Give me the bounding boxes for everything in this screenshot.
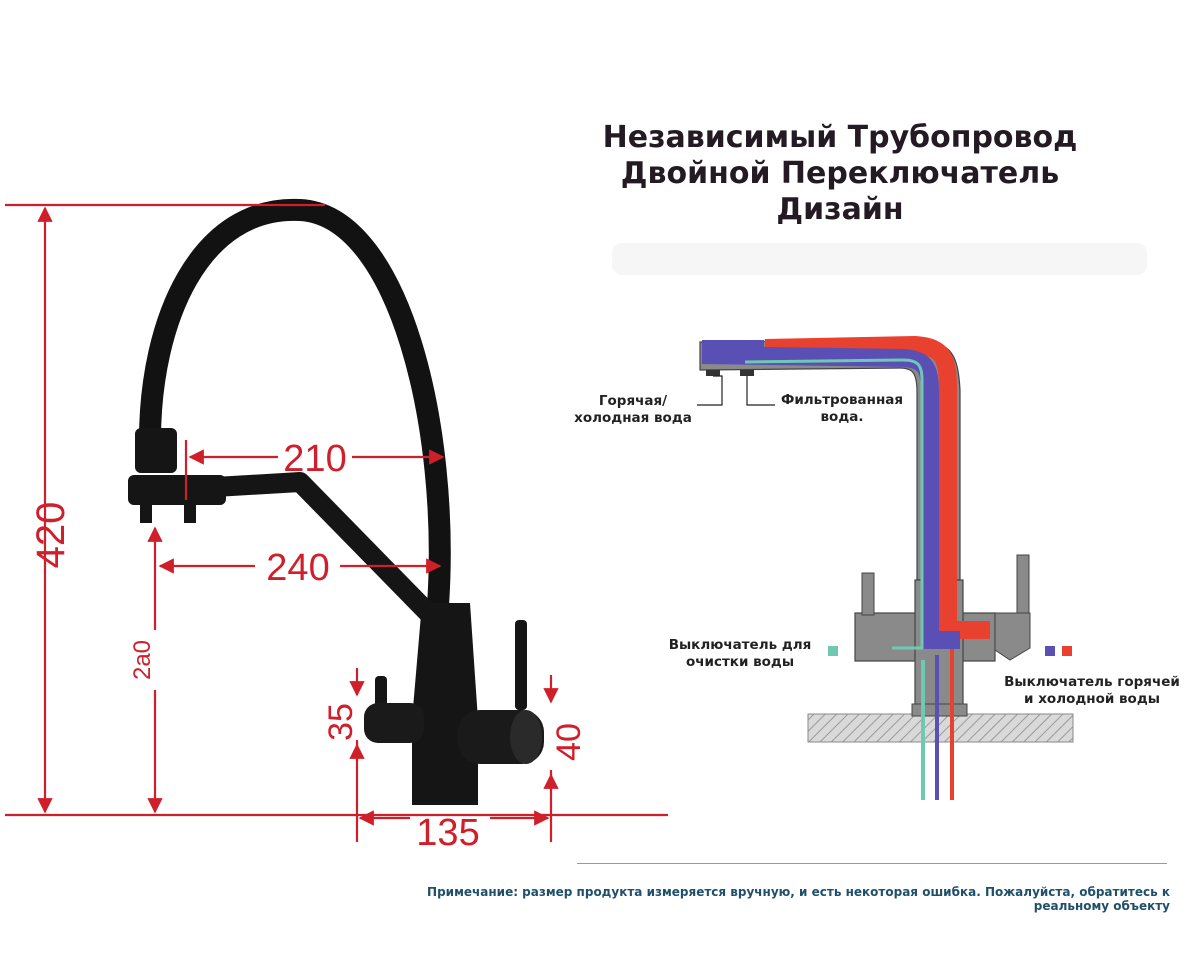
measurement-note: Примечание: размер продукта измеряется в… bbox=[427, 885, 1170, 913]
label-filtered-water: Фильтрованная вода. bbox=[776, 392, 908, 426]
dim-40: 40 bbox=[550, 723, 588, 761]
dimension-lines bbox=[5, 203, 668, 842]
label-purify-switch: Выключатель для очистки воды bbox=[668, 637, 812, 671]
label-filtered-water-line2: вода. bbox=[820, 409, 864, 425]
cold-water-path bbox=[701, 346, 960, 649]
dim-210: 210 bbox=[283, 438, 346, 480]
swatch-cold bbox=[1045, 646, 1055, 656]
filtered-water-path bbox=[744, 358, 924, 650]
label-hot-cold-water-line2: холодная вода bbox=[574, 410, 692, 426]
title-line-2: Двойной Переключатель Дизайн bbox=[620, 156, 1060, 227]
swatch-hot bbox=[1062, 646, 1072, 656]
cross-section bbox=[612, 243, 1147, 800]
label-hot-cold-switch: Выключатель горячей и холодной воды bbox=[1002, 674, 1182, 708]
dim-2a0: 2a0 bbox=[129, 640, 156, 680]
dim-135: 135 bbox=[416, 812, 479, 854]
title-line-1: Независимый Трубопровод bbox=[602, 120, 1078, 155]
label-hot-cold-switch-line2: и холодной воды bbox=[1024, 691, 1160, 707]
leader-filtered bbox=[746, 376, 775, 406]
label-hot-cold-water: Горячая/ холодная вода bbox=[570, 393, 696, 427]
swatch-filtered bbox=[828, 646, 838, 656]
filter-spout bbox=[214, 472, 448, 632]
dim-35: 35 bbox=[322, 703, 360, 741]
dim-240: 240 bbox=[266, 547, 329, 589]
faucet-body bbox=[412, 603, 478, 805]
label-purify-switch-line1: Выключатель для bbox=[668, 637, 812, 653]
dim-420: 420 bbox=[29, 502, 73, 569]
label-filtered-water-line1: Фильтрованная bbox=[780, 392, 904, 408]
faucet-drawing bbox=[128, 198, 544, 805]
dimension-labels: 420 210 240 2a0 35 40 135 bbox=[29, 438, 588, 854]
label-hot-cold-switch-line1: Выключатель горячей bbox=[1004, 674, 1180, 690]
label-hot-cold-water-line1: Горячая/ bbox=[598, 393, 668, 409]
label-purify-switch-line2: очистки воды bbox=[685, 654, 795, 670]
sprayer-head bbox=[135, 428, 177, 473]
countertop bbox=[807, 713, 1074, 743]
leader-hot-cold bbox=[697, 375, 723, 406]
divider bbox=[577, 863, 1167, 864]
hot-water-path bbox=[764, 335, 990, 639]
flex-hose bbox=[139, 198, 451, 616]
